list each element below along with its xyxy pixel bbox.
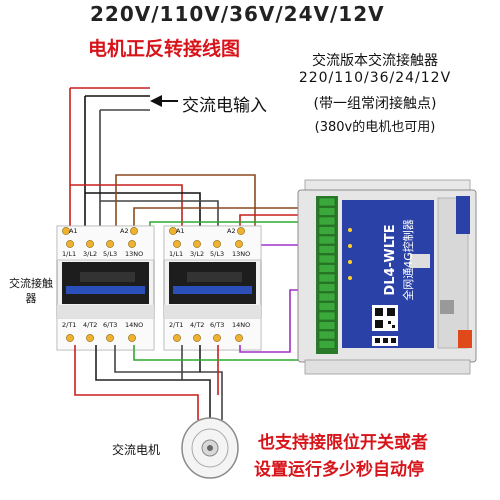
terminal-screws [62, 227, 245, 342]
module-terminal-block [318, 207, 336, 216]
motor-label: 交流电机 [112, 443, 161, 457]
terminal-screw [235, 334, 243, 342]
terminal-screw [213, 240, 221, 248]
module-model: DL4-WLTE [383, 224, 398, 295]
ac-input-label: 交流电输入 [182, 96, 267, 116]
controller-note-nc: (带一组常闭接触点) [313, 96, 437, 112]
terminal-l1-right: 1/L1 [169, 250, 183, 258]
terminal-a2-left: A2 [120, 227, 129, 235]
terminal-t3-left: 6/T3 [103, 321, 117, 329]
terminal-screw [128, 334, 136, 342]
terminal-labels: A1 A2 1/L1 3/L2 5/L3 13NO 2/T1 4/T2 6/T3… [62, 227, 250, 329]
qr-code-icon-2 [372, 336, 398, 346]
terminal-l3-right: 5/L3 [210, 250, 224, 258]
terminal-screw [173, 240, 181, 248]
motor-icon [181, 417, 239, 479]
module-terminal-block [318, 197, 336, 207]
terminal-13no-left: 13NO [125, 250, 143, 258]
controller-title: 交流版本交流接触器 [312, 53, 438, 69]
terminal-l3-left: 5/L3 [103, 250, 117, 258]
module-terminal-block [318, 254, 336, 264]
terminal-13no-right: 13NO [232, 250, 250, 258]
terminal-screw [235, 240, 243, 248]
contactor-right [163, 225, 262, 351]
terminal-a1-right: A1 [176, 227, 185, 235]
module-terminal-block [318, 226, 336, 235]
module-terminal-block [318, 264, 336, 273]
terminal-screw [66, 240, 74, 248]
diagram-subtitle: 电机正反转接线图 [88, 38, 241, 60]
terminal-a2-right: A2 [227, 227, 236, 235]
terminal-14no-left: 14NO [125, 321, 143, 329]
terminal-screw [173, 334, 181, 342]
module-terminal-block [318, 302, 336, 311]
terminal-screw [86, 334, 94, 342]
terminal-t1-left: 2/T1 [62, 321, 76, 329]
module-terminal-block [318, 235, 336, 245]
module-terminals [318, 197, 336, 349]
controller-voltages: 220/110/36/24/12V [298, 70, 452, 86]
terminal-screw [237, 227, 245, 235]
promo-line-1: 也支持接限位开关或者 [258, 433, 428, 453]
terminal-screw [213, 334, 221, 342]
terminal-a1-left: A1 [69, 227, 78, 235]
module-terminal-block [318, 216, 336, 226]
terminal-t2-left: 4/T2 [83, 321, 97, 329]
module-terminal-block [318, 273, 336, 283]
module-terminal-block [318, 311, 336, 321]
terminal-screw [86, 240, 94, 248]
module-terminal-block [318, 330, 336, 340]
terminal-t3-right: 6/T3 [210, 321, 224, 329]
input-arrow-icon [150, 95, 178, 107]
module-terminal-block [318, 283, 336, 292]
terminal-l2-right: 3/L2 [190, 250, 204, 258]
contactor-label: 交流接触器 [9, 277, 53, 305]
terminal-screw [193, 334, 201, 342]
terminal-screw [62, 227, 70, 235]
terminal-screw [193, 240, 201, 248]
terminal-screw [169, 227, 177, 235]
terminal-l2-left: 3/L2 [83, 250, 97, 258]
terminal-screw [130, 227, 138, 235]
input-wires [69, 87, 300, 246]
promo-line-2: 设置运行多少秒自动停 [254, 460, 424, 480]
module-terminal-block [318, 321, 336, 330]
terminal-screw [128, 240, 136, 248]
terminal-screw [106, 240, 114, 248]
motor-wires [74, 289, 301, 420]
module-leds [348, 228, 352, 280]
terminal-14no-right: 14NO [232, 321, 250, 329]
terminal-l1-left: 1/L1 [62, 250, 76, 258]
voltage-title: 220V/110V/36V/24V/12V [90, 2, 385, 26]
module-terminal-block [318, 245, 336, 254]
terminal-t2-right: 4/T2 [190, 321, 204, 329]
terminal-screw [106, 334, 114, 342]
module-terminal-block [318, 292, 336, 302]
module-terminal-block [318, 340, 336, 349]
controller-note-380v: (380v的电机也可用) [314, 120, 436, 135]
terminal-t1-right: 2/T1 [169, 321, 183, 329]
terminal-screw [66, 334, 74, 342]
module-subtitle: 全网通4G控制器 [401, 219, 415, 301]
qr-code-icon [372, 305, 398, 331]
